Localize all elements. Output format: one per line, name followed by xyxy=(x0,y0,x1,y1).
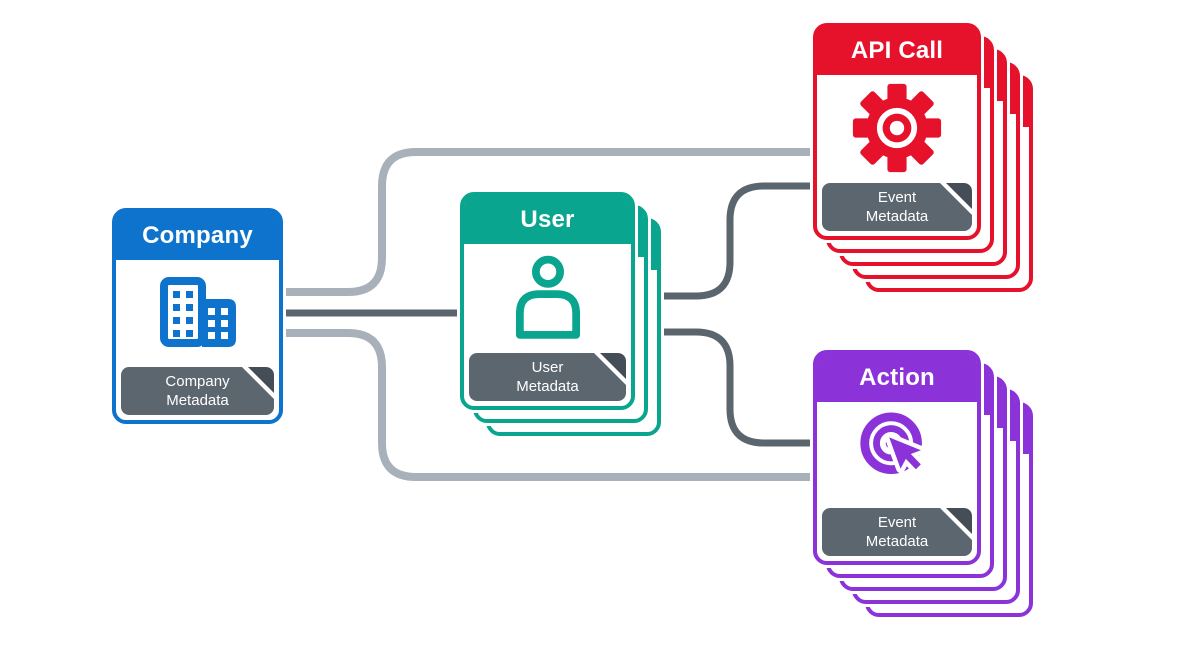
api-call-card: API Call xyxy=(813,23,981,240)
badge-line: Company xyxy=(165,373,230,390)
click-icon xyxy=(860,411,926,474)
gear-icon xyxy=(852,83,942,172)
action-title: Action xyxy=(859,364,935,391)
badge-line: Event xyxy=(877,514,917,531)
folded-corner-icon xyxy=(946,508,972,534)
api-call-metadata-badge: Event Metadata xyxy=(822,183,972,231)
user-title: User xyxy=(520,206,575,233)
user-metadata-badge: User Metadata xyxy=(469,353,626,401)
action-metadata-badge: Event Metadata xyxy=(822,508,972,556)
company-card-header: Company xyxy=(116,212,279,260)
user-card: User User Metadata xyxy=(460,192,635,410)
folded-corner-icon xyxy=(600,353,626,379)
company-title: Company xyxy=(142,222,253,249)
badge-line: User xyxy=(531,359,564,376)
badge-line: Metadata xyxy=(516,378,579,395)
folded-corner-icon xyxy=(946,183,972,209)
api-call-card-header: API Call xyxy=(817,27,977,75)
connector-user-api-call xyxy=(654,182,818,300)
api-call-title: API Call xyxy=(850,37,944,64)
badge-line: Event xyxy=(877,189,917,206)
connector-company-api-call xyxy=(280,148,818,296)
action-card-header: Action xyxy=(817,354,977,402)
api-call-card-body xyxy=(817,75,977,180)
folded-corner-icon xyxy=(248,367,274,393)
company-metadata-badge: Company Metadata xyxy=(121,367,274,415)
user-icon xyxy=(515,255,580,339)
user-card-header: User xyxy=(464,196,631,244)
badge-line: Metadata xyxy=(865,533,929,550)
action-card-body xyxy=(817,402,977,505)
badge-line: Metadata xyxy=(865,208,929,225)
building-icon xyxy=(159,277,236,347)
action-card: Action Event Metadata xyxy=(813,350,981,565)
connector-user-action xyxy=(654,328,818,447)
connector-company-action xyxy=(280,329,818,481)
user-card-body xyxy=(464,244,631,350)
badge-line: Metadata xyxy=(166,392,229,409)
company-card-body xyxy=(116,260,279,364)
company-card: Company xyxy=(112,208,283,424)
